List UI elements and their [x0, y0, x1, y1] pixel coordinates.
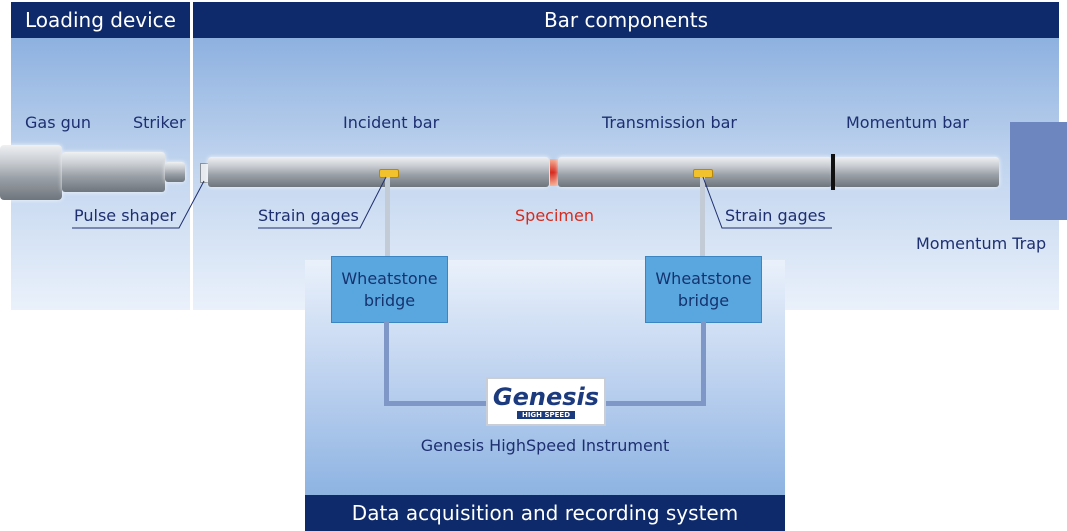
gas-gun	[0, 145, 62, 200]
strain-gage-right-leader	[702, 176, 832, 229]
wheatstone-bridge-right: Wheatstone bridge	[645, 256, 762, 323]
striker-label: Striker	[133, 113, 186, 132]
momentum-bar	[834, 157, 999, 187]
momentum-bar-label: Momentum bar	[846, 113, 969, 132]
pulse-shaper-label: Pulse shaper	[74, 206, 177, 225]
striker	[62, 152, 165, 192]
bridge-left-line2: bridge	[363, 290, 416, 310]
instrument-caption: Genesis HighSpeed Instrument	[420, 436, 670, 455]
pulse-shaper-leader	[72, 180, 205, 229]
strain-gages-left-label: Strain gages	[258, 206, 359, 225]
bridge-right-line1: Wheatstone	[655, 268, 752, 288]
strain-gages-right-label: Strain gages	[725, 206, 826, 225]
momentum-trap	[1010, 122, 1067, 220]
strain-gage-left-leader	[258, 176, 387, 229]
bar-joint-marker	[831, 154, 835, 190]
bridge-left-line1: Wheatstone	[341, 268, 438, 288]
cable-right-vertical	[701, 322, 706, 406]
specimen-label: Specimen	[515, 206, 594, 225]
momentum-trap-label: Momentum Trap	[916, 234, 1047, 253]
transmission-bar-label: Transmission bar	[602, 113, 737, 132]
gas-gun-label: Gas gun	[25, 113, 92, 132]
genesis-logo-text: Genesis	[492, 382, 600, 411]
incident-bar	[208, 157, 549, 187]
genesis-logo-subtext: HIGH SPEED	[516, 410, 576, 419]
wheatstone-bridge-left: Wheatstone bridge	[331, 256, 448, 323]
incident-bar-label: Incident bar	[343, 113, 440, 132]
genesis-logo: Genesis HIGH SPEED	[486, 377, 606, 426]
bridge-right-line2: bridge	[677, 290, 730, 310]
cable-left-vertical	[384, 322, 389, 406]
cable-left-horizontal	[384, 401, 488, 406]
gage-wire-left	[385, 177, 390, 256]
bar-components-header: Bar components	[193, 2, 1059, 38]
loading-device-header: Loading device	[11, 2, 190, 38]
cable-right-horizontal	[604, 401, 706, 406]
striker-tip	[165, 162, 185, 182]
specimen	[550, 159, 558, 186]
data-acquisition-header: Data acquisition and recording system	[305, 495, 785, 531]
gage-wire-right	[700, 177, 705, 256]
